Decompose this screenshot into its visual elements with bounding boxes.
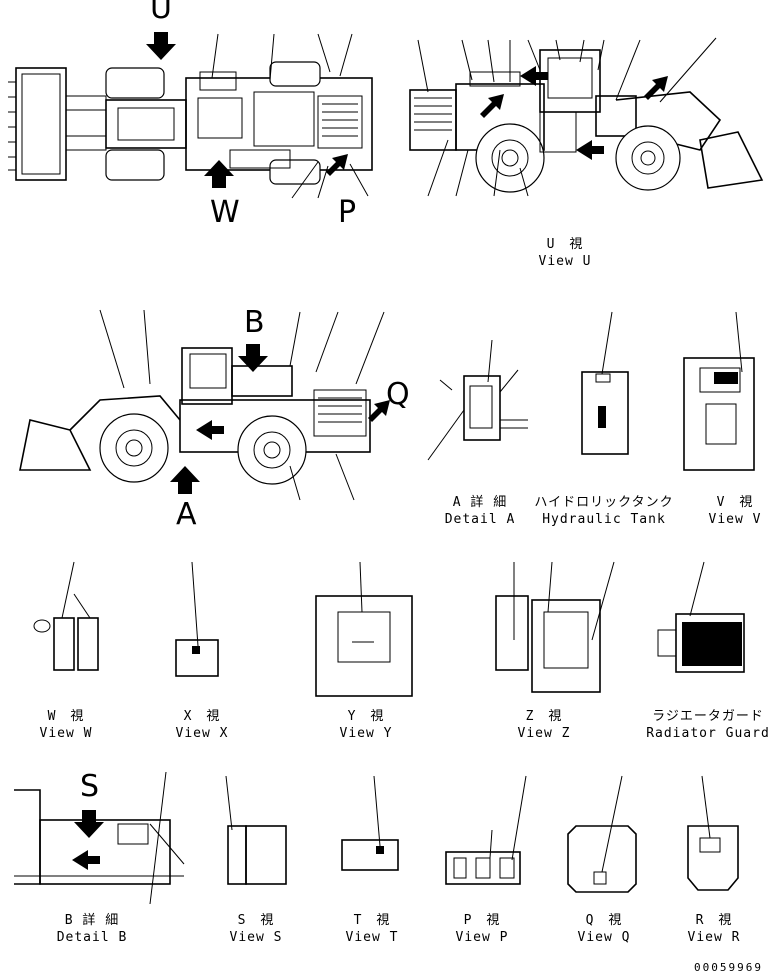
caption-view-u-jp: U 視 <box>546 237 584 252</box>
view-y-drawing <box>315 561 413 697</box>
loader-top-view <box>8 32 373 199</box>
caption-detail-a: A 詳 細 Detail A <box>440 494 520 528</box>
caption-view-w-jp: W 視 <box>47 709 85 724</box>
caption-view-p-jp: P 視 <box>463 913 501 928</box>
caption-view-t-en: View T <box>345 930 399 945</box>
caption-view-q-en: View Q <box>577 930 631 945</box>
caption-view-t: T 視 View T <box>336 912 408 946</box>
caption-view-s-jp: S 視 <box>237 913 275 928</box>
document-number: 00059969 <box>694 961 763 974</box>
callout-b: B <box>244 305 265 340</box>
caption-view-v-en: View V <box>708 512 762 527</box>
caption-view-s-en: View S <box>229 930 283 945</box>
caption-view-y-en: View Y <box>339 726 393 741</box>
caption-view-r-en: View R <box>687 930 741 945</box>
loader-side-view-u <box>409 37 764 197</box>
caption-view-s: S 視 View S <box>220 912 292 946</box>
callout-a: A <box>176 497 197 532</box>
callout-q: Q <box>386 377 410 412</box>
caption-hydraulic-tank-jp: ハイドロリックタンク <box>534 495 674 510</box>
caption-view-r: R 視 View R <box>678 912 750 946</box>
view-v-drawing <box>683 311 755 471</box>
caption-view-y: Y 視 View Y <box>330 708 402 742</box>
caption-view-x: X 視 View X <box>166 708 238 742</box>
caption-view-u: U 視 View U <box>530 236 600 270</box>
caption-view-x-jp: X 視 <box>183 709 221 724</box>
caption-view-t-jp: T 視 <box>353 913 391 928</box>
caption-view-u-en: View U <box>538 254 592 269</box>
detail-a-drawing <box>427 339 528 461</box>
caption-detail-b: B 詳 細 Detail B <box>50 912 134 946</box>
radiator-guard-drawing <box>657 561 745 673</box>
loader-side-view-main <box>19 309 390 501</box>
callout-p: P <box>338 195 357 230</box>
caption-detail-b-en: Detail B <box>56 930 128 945</box>
caption-view-z-en: View Z <box>517 726 571 741</box>
view-z-drawing <box>495 561 615 693</box>
caption-hydraulic-tank: ハイドロリックタンク Hydraulic Tank <box>534 494 674 528</box>
caption-view-p: P 視 View P <box>446 912 518 946</box>
callout-w: W <box>210 195 240 230</box>
callout-s: S <box>80 769 100 804</box>
hydraulic-tank-drawing <box>581 311 629 455</box>
view-r-drawing <box>687 775 739 891</box>
caption-view-x-en: View X <box>175 726 229 741</box>
view-x-drawing <box>175 561 219 677</box>
view-w-drawing <box>33 561 99 671</box>
caption-radiator-guard: ラジエータガード Radiator Guard <box>646 708 770 742</box>
caption-radiator-guard-jp: ラジエータガード <box>652 709 764 724</box>
caption-view-q-jp: Q 視 <box>585 913 623 928</box>
caption-view-v: V 視 View V <box>700 494 770 528</box>
view-p-drawing <box>445 775 527 885</box>
caption-hydraulic-tank-en: Hydraulic Tank <box>542 512 666 527</box>
callout-u: U <box>150 0 172 26</box>
caption-view-z-jp: Z 視 <box>525 709 563 724</box>
caption-view-v-jp: V 視 <box>716 495 754 510</box>
caption-detail-a-jp: A 詳 細 <box>452 495 508 510</box>
view-q-drawing <box>567 775 637 893</box>
caption-view-w: W 視 View W <box>30 708 102 742</box>
view-t-drawing <box>341 775 399 871</box>
caption-detail-b-jp: B 詳 細 <box>64 913 120 928</box>
caption-view-y-jp: Y 視 <box>347 709 385 724</box>
caption-view-p-en: View P <box>455 930 509 945</box>
detail-b-drawing <box>14 771 185 905</box>
caption-view-z: Z 視 View Z <box>508 708 580 742</box>
caption-view-q: Q 視 View Q <box>568 912 640 946</box>
caption-detail-a-en: Detail A <box>444 512 516 527</box>
caption-radiator-guard-en: Radiator Guard <box>646 726 770 741</box>
caption-view-w-en: View W <box>39 726 93 741</box>
caption-view-r-jp: R 視 <box>695 913 733 928</box>
view-s-drawing <box>225 775 287 885</box>
